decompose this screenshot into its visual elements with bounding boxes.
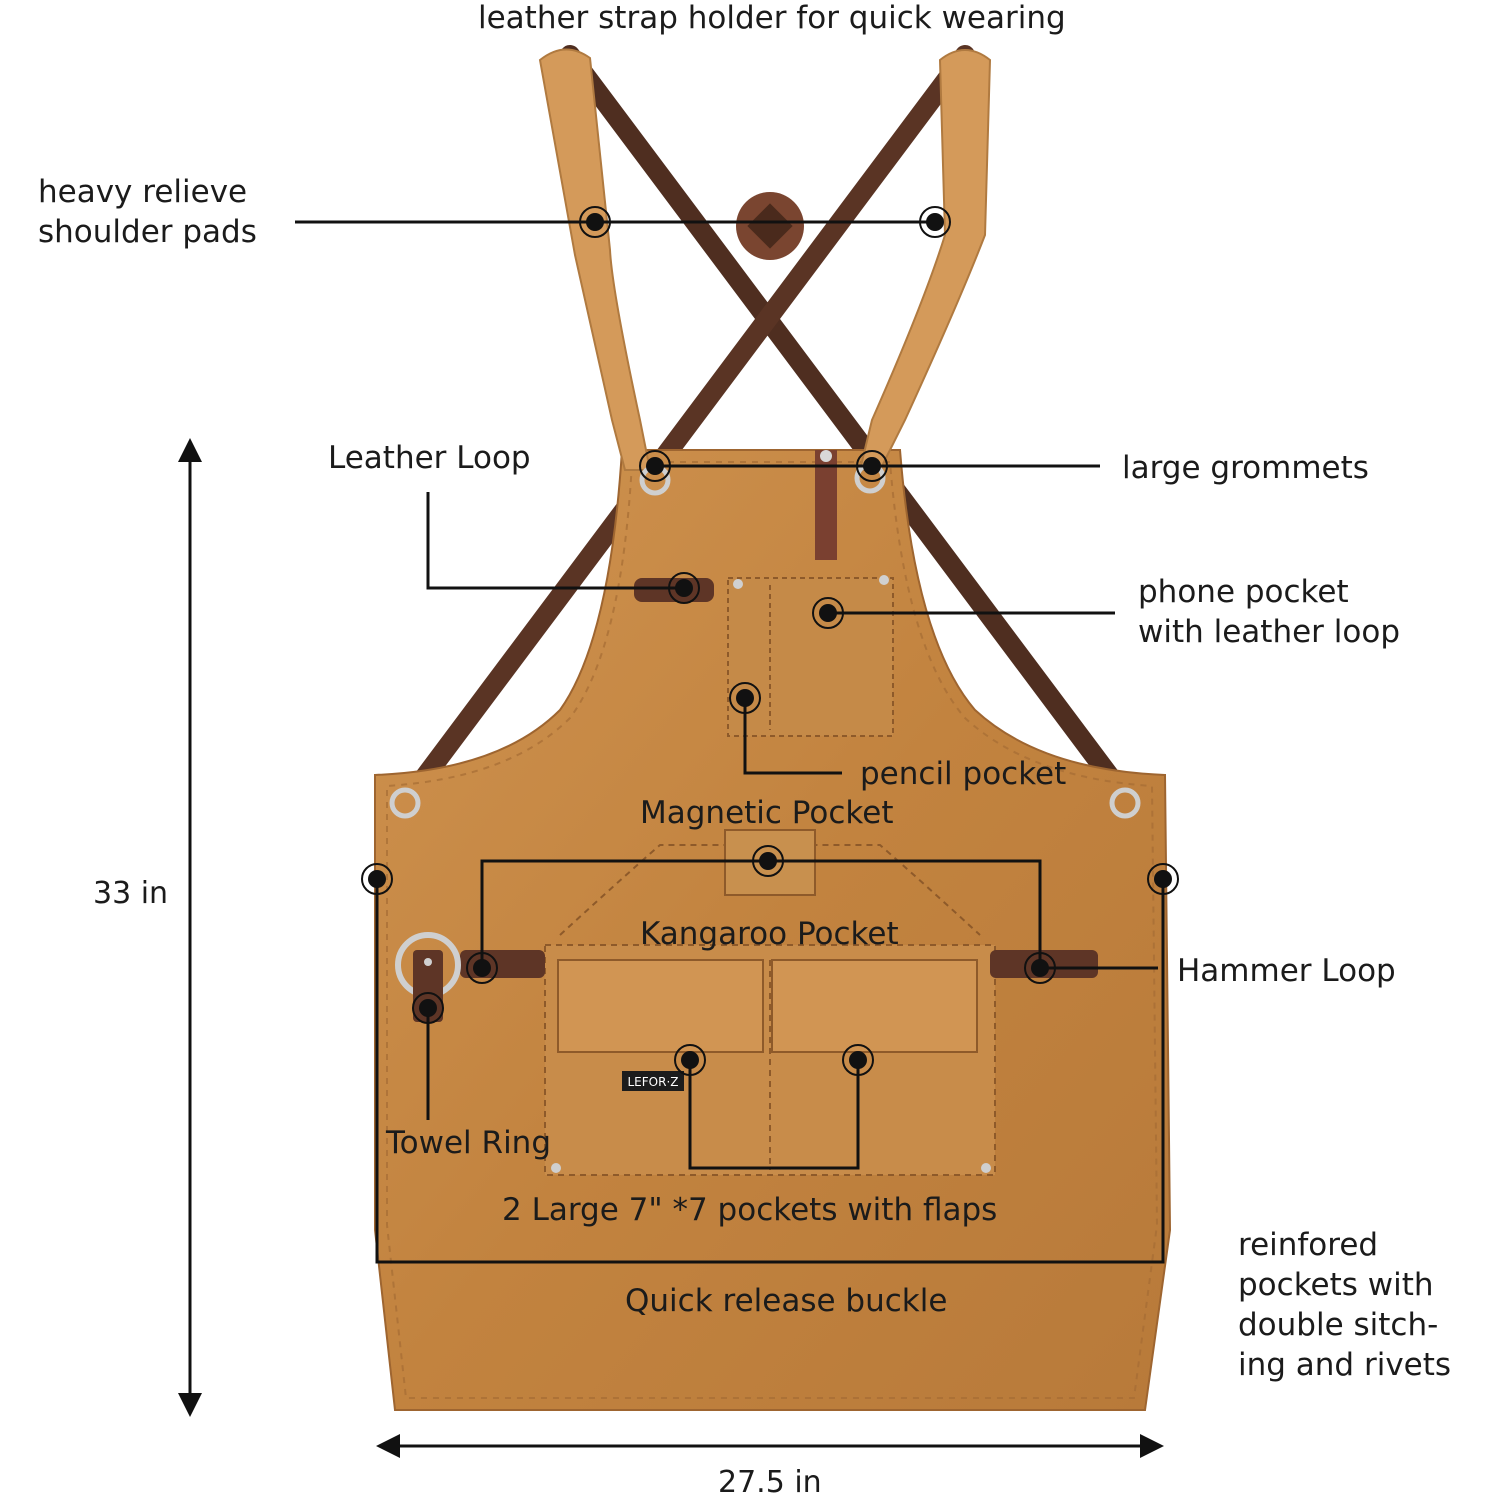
label-large-pockets: 2 Large 7" *7 pockets with flaps xyxy=(502,1192,998,1228)
pocket-flap-left xyxy=(557,959,764,1053)
label-hammer-loop: Hammer Loop xyxy=(1177,953,1396,989)
label-leather-loop: Leather Loop xyxy=(328,440,531,476)
top-leather-tab xyxy=(815,450,837,560)
label-kangaroo-pocket: Kangaroo Pocket xyxy=(640,916,899,952)
label-strap-holder: leather strap holder for quick wearing xyxy=(478,0,1066,36)
label-grommets: large grommets xyxy=(1122,450,1369,486)
hammer-loop-left xyxy=(460,950,545,978)
callout-dots xyxy=(361,206,1179,1076)
pocket-flap-right xyxy=(771,959,978,1053)
label-shoulder-pads: heavy relieve shoulder pads xyxy=(38,174,257,250)
label-phone-pocket: phone pocket with leather loop xyxy=(1138,574,1401,650)
label-height: 33 in xyxy=(93,876,169,911)
shoulder-pads xyxy=(538,48,992,471)
strap-holder xyxy=(736,192,804,260)
label-width: 27.5 in xyxy=(718,1465,822,1500)
label-towel-ring: Towel Ring xyxy=(386,1125,552,1161)
brand-tag xyxy=(622,1071,684,1091)
label-buckle: Quick release buckle xyxy=(625,1283,948,1319)
brand-tag-text: LEFOR·Z xyxy=(628,1075,679,1089)
label-pencil-pocket: pencil pocket xyxy=(860,756,1067,792)
callout-lines xyxy=(295,220,1165,1264)
label-magnetic-pocket: Magnetic Pocket xyxy=(640,795,894,831)
label-reinforced: reinfored pockets with double sitch- ing… xyxy=(1238,1227,1452,1383)
crossed-straps xyxy=(390,45,1145,820)
leather-loop-strip xyxy=(634,578,714,602)
phone-pocket-shape xyxy=(727,577,894,737)
